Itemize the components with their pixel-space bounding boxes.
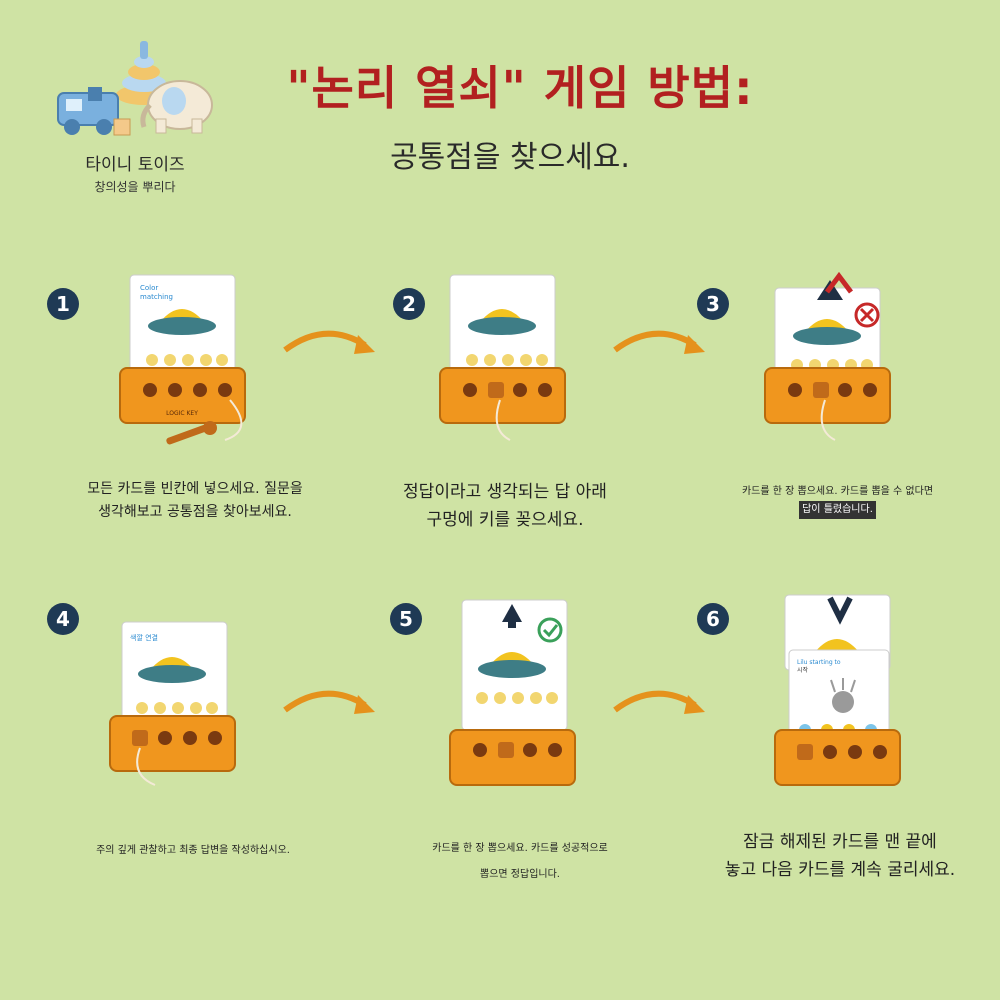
down-arrow-icon — [827, 596, 853, 625]
up-arrow-icon — [502, 604, 522, 622]
step-4-caption-line-1: 주의 깊게 관찰하고 최종 답변을 작성하십시오. — [96, 845, 290, 856]
page-subtitle: 공통점을 찾으세요. — [390, 140, 630, 175]
card-title-text-2: matching — [140, 293, 173, 301]
step-5-caption-line-1: 카드를 한 장 뽑으세요. 카드를 성공적으로 — [432, 843, 608, 854]
step-3-caption-line-2: 답이 틀렸습니다. — [799, 500, 876, 519]
puzzle-card: Color matching — [129, 274, 236, 391]
step-1-number-badge: 1 — [47, 288, 79, 320]
step-2-caption: 정답이라고 생각되는 답 아래 구멍에 키를 꽂으세요. — [380, 478, 630, 534]
step-5-number-badge: 5 — [390, 603, 422, 635]
step-3-number-badge: 3 — [697, 288, 729, 320]
card-back-subtitle: 시작 — [797, 667, 809, 674]
step-2-caption-line-1: 정답이라고 생각되는 답 아래 — [403, 482, 607, 502]
step-4-caption: 주의 깊게 관찰하고 최종 답변을 작성하십시오. — [68, 843, 318, 860]
card-title-text: 색깔 연결 — [130, 633, 158, 642]
step-6-number-badge: 6 — [697, 603, 729, 635]
toys-logo-icon — [57, 41, 213, 136]
step-1-illustration: Color matching LOGIC KEY — [119, 274, 246, 445]
curved-arrow-icon — [283, 330, 375, 354]
curved-arrow-icon — [283, 690, 375, 714]
step-1-caption-line-2: 생각해보고 공통점을 찾아보세요. — [98, 504, 292, 521]
step-5-caption-line-2: 뽑으면 정답입니다. — [480, 869, 560, 880]
logo-tagline: 창의성을 뿌리다 — [94, 180, 176, 194]
curved-arrow-icon — [613, 330, 705, 354]
step-5-caption: 카드를 한 장 뽑으세요. 카드를 성공적으로 뽑으면 정답입니다. — [400, 836, 640, 888]
step-1-caption-line-1: 모든 카드를 빈칸에 넣으세요. 질문을 — [87, 481, 303, 497]
base-label: LOGIC KEY — [166, 410, 198, 417]
logo-brand-name: 타이니 토이즈 — [85, 155, 185, 175]
step-4-number-badge: 4 — [47, 603, 79, 635]
step-4-illustration: 색깔 연결 — [109, 621, 236, 786]
page-title: "논리 열쇠" 게임 방법: — [286, 61, 754, 115]
step-2-caption-line-2: 구멍에 키를 꽂으세요. — [426, 510, 584, 531]
card-back-title: Lilu starting to — [797, 659, 841, 666]
step-3-caption: 카드를 한 장 뽑으세요. 카드를 뽑을 수 없다면 답이 틀렸습니다. — [700, 484, 975, 519]
correct-check-icon — [537, 617, 563, 643]
step-6-caption-line-1: 잠금 해제된 카드를 맨 끝에 — [743, 832, 937, 852]
step-2-number-badge: 2 — [393, 288, 425, 320]
curved-arrow-icon — [613, 690, 705, 714]
step-6-caption: 잠금 해제된 카드를 맨 끝에 놓고 다음 카드를 계속 굴리세요. — [695, 828, 985, 884]
step-3-caption-line-1: 카드를 한 장 뽑으세요. 카드를 뽑을 수 없다면 — [741, 486, 934, 497]
step-1-caption: 모든 카드를 빈칸에 넣으세요. 질문을 생각해보고 공통점을 찾아보세요. — [65, 478, 325, 524]
card-title-text: Color — [140, 284, 158, 292]
step-3-illustration — [764, 271, 891, 441]
step-6-illustration: Lilu starting to 시작 — [774, 594, 901, 786]
step-5-illustration — [449, 599, 576, 786]
step-2-illustration — [439, 274, 566, 441]
step-6-caption-line-2: 놓고 다음 카드를 계속 굴리세요. — [724, 860, 956, 881]
